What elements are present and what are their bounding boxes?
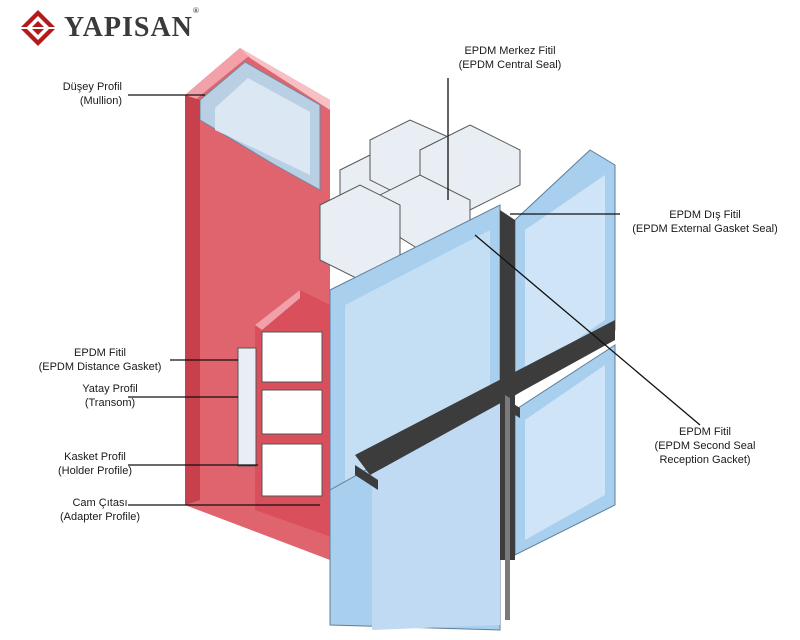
label-adapter-profile: Cam Çıtası (Adapter Profile): [59, 497, 141, 523]
label-second-seal: EPDM Fitil (EPDM Second Seal Reception G…: [654, 426, 756, 466]
label-holder-profile: Kasket Profil (Holder Profile): [58, 451, 132, 477]
gasket-strips: [355, 210, 615, 560]
label-external-gasket: EPDM Dış Fitil (EPDM External Gasket Sea…: [632, 209, 778, 235]
label-distance-gasket: EPDM Fitil (EPDM Distance Gasket): [38, 347, 162, 373]
brand-logo: YAPISAN®: [18, 6, 200, 48]
registered-mark: ®: [192, 6, 200, 15]
label-central-seal: EPDM Merkez Fitil (EPDM Central Seal): [458, 45, 562, 71]
leader-lines: [128, 78, 701, 506]
label-mullion: Düşey Profil (Mullion): [62, 81, 122, 107]
diamond-stripes-icon: [20, 10, 56, 46]
transom-profile: [237, 290, 340, 540]
brand-name: YAPISAN®: [64, 6, 200, 43]
label-transom: Yatay Profil (Transom): [82, 383, 138, 409]
